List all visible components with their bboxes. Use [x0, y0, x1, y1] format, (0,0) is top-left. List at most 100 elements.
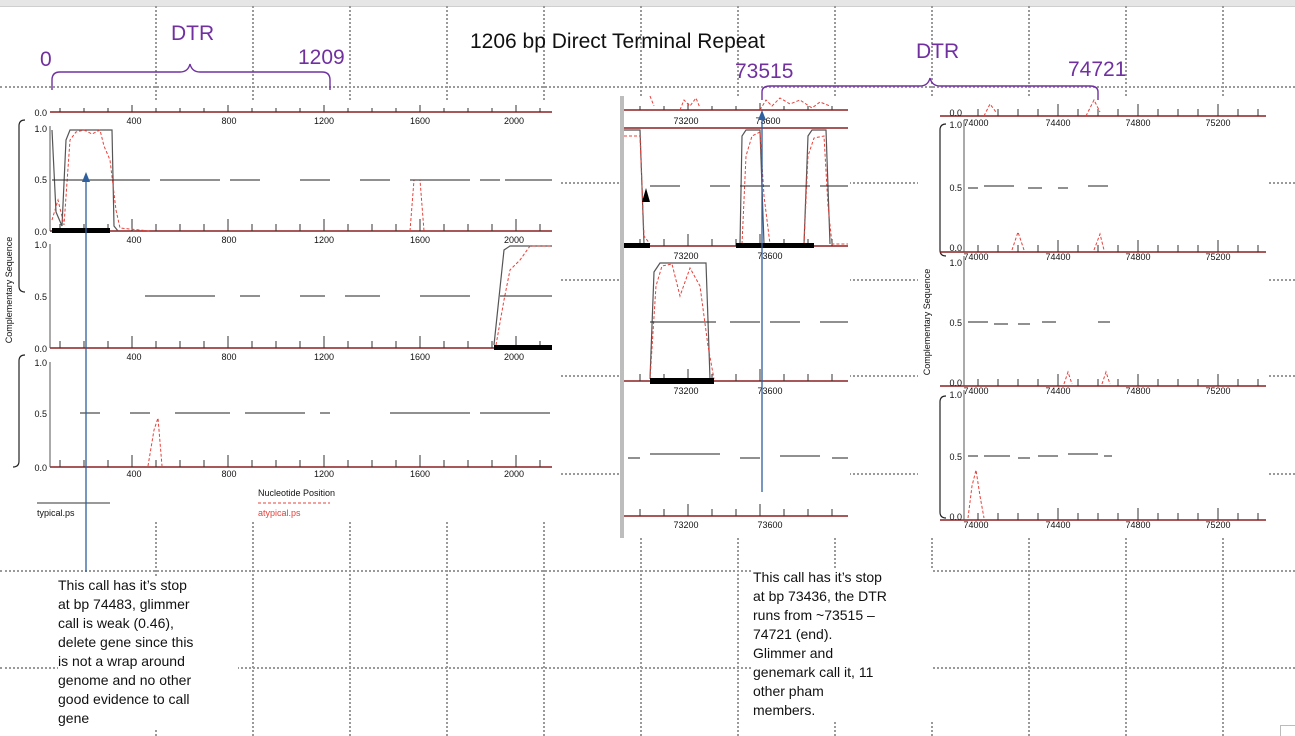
note-line: at bp 73436, the DTR [753, 588, 887, 604]
y-tick-label: 0.0 [949, 108, 962, 118]
x-tick-label: 1200 [314, 352, 334, 362]
y-tick-label: 1.0 [949, 120, 962, 130]
y-tick-label: 0.5 [34, 292, 47, 302]
x-tick-label: 400 [126, 469, 141, 479]
y-tick-label: 0.0 [949, 243, 962, 253]
x-axis-label: Nucleotide Position [258, 488, 335, 498]
x-tick-label: 800 [221, 469, 236, 479]
note-line: Glimmer and [753, 645, 834, 661]
x-tick-label: 74400 [1045, 520, 1070, 530]
y-tick-label: 0.0 [34, 227, 47, 237]
y-tick-label: 0.5 [949, 452, 962, 462]
y-tick-label: 1.0 [34, 240, 47, 250]
note-line: is not a wrap around [58, 653, 185, 669]
x-tick-label: 74000 [963, 386, 988, 396]
y-tick-label: 0.0 [949, 378, 962, 388]
x-tick-label: 800 [221, 116, 236, 126]
x-tick-label: 1200 [314, 235, 334, 245]
left-coding-potential-graph: 0.0 1.0 0.5 0.0 1.0 0.5 0.0 1.0 0.5 0.0 … [0, 100, 560, 520]
x-tick-label: 73600 [757, 251, 782, 261]
y-tick-label: 0.0 [949, 512, 962, 522]
right-dtr-brace [761, 77, 1099, 100]
right-arrowhead-icon [758, 110, 766, 120]
note-line: good evidence to call [58, 691, 190, 707]
y-tick-label: 1.0 [949, 390, 962, 400]
legend-typical-label: typical.ps [37, 508, 75, 518]
left-dtr-start: 0 [40, 48, 52, 71]
x-tick-label: 74000 [963, 118, 988, 128]
note-line: This call has it’s stop [58, 577, 187, 593]
x-tick-label: 74400 [1045, 118, 1070, 128]
y-tick-label: 0.0 [34, 108, 47, 118]
note-line: runs from ~73515 – [753, 607, 875, 623]
x-tick-label: 2000 [504, 235, 524, 245]
x-tick-label: 1600 [410, 352, 430, 362]
note-line: 74721 (end). [753, 626, 833, 642]
right-dtr-label: DTR [916, 40, 960, 63]
y-tick-label: 0.0 [34, 463, 47, 473]
left-dtr-brace [51, 63, 331, 90]
left-arrowhead-icon [82, 172, 90, 182]
y-tick-label: 0.0 [34, 344, 47, 354]
y-axis-label: Complementary Sequence [4, 237, 14, 344]
x-tick-label: 400 [126, 116, 141, 126]
x-tick-label: 800 [221, 352, 236, 362]
x-tick-label: 74800 [1125, 520, 1150, 530]
left-dtr-label: DTR [171, 22, 215, 45]
x-tick-label: 1600 [410, 235, 430, 245]
legend-atypical-label: atypical.ps [258, 508, 301, 518]
grid-line [0, 667, 1295, 669]
x-tick-label: 75200 [1205, 252, 1230, 262]
y-tick-label: 1.0 [949, 258, 962, 268]
x-tick-label: 73200 [673, 520, 698, 530]
x-tick-label: 1200 [314, 469, 334, 479]
right-coding-potential-graph: 0.0 1.0 0.5 0.0 1.0 0.5 0.0 1.0 0.5 0.0 … [918, 96, 1268, 536]
x-tick-label: 74800 [1125, 252, 1150, 262]
note-line: members. [753, 702, 816, 718]
x-tick-label: 73200 [673, 386, 698, 396]
note-line: delete gene since this [58, 634, 194, 650]
right-annotation-note: This call has it’s stop at bp 73436, the… [753, 568, 933, 720]
window-top-bar [0, 0, 1295, 7]
resize-handle[interactable] [1280, 725, 1295, 736]
x-tick-label: 74400 [1045, 386, 1070, 396]
note-line: call is weak (0.46), [58, 615, 174, 631]
left-annotation-note: This call has it’s stop at bp 74483, gli… [58, 576, 238, 728]
note-line: other pham [753, 683, 824, 699]
x-tick-label: 73200 [673, 251, 698, 261]
right-dtr-end: 74721 [1068, 58, 1127, 81]
middle-coding-potential-graph: 73200 73600 73200 73600 73200 73600 7320… [620, 95, 850, 538]
x-tick-label: 74400 [1045, 252, 1070, 262]
x-tick-label: 74000 [963, 520, 988, 530]
x-tick-label: 1200 [314, 116, 334, 126]
x-tick-label: 400 [126, 235, 141, 245]
x-tick-label: 73200 [673, 116, 698, 126]
y-tick-label: 0.5 [34, 409, 47, 419]
x-tick-label: 2000 [504, 116, 524, 126]
note-line: gene [58, 710, 90, 726]
x-tick-label: 73600 [757, 520, 782, 530]
y-tick-label: 1.0 [34, 124, 47, 134]
x-tick-label: 75200 [1205, 520, 1230, 530]
x-tick-label: 2000 [504, 352, 524, 362]
x-tick-label: 74800 [1125, 386, 1150, 396]
x-tick-label: 74800 [1125, 118, 1150, 128]
grid-line [0, 570, 1295, 572]
grid-line [0, 86, 1295, 88]
note-line: genome and no other [58, 672, 192, 688]
x-tick-label: 73600 [755, 116, 780, 126]
y-tick-label: 0.5 [949, 318, 962, 328]
x-tick-label: 1600 [410, 116, 430, 126]
y-tick-label: 0.5 [34, 175, 47, 185]
x-tick-label: 73600 [757, 386, 782, 396]
x-tick-label: 1600 [410, 469, 430, 479]
y-tick-label: 0.5 [949, 183, 962, 193]
x-tick-label: 75200 [1205, 386, 1230, 396]
note-line: genemark call it, 11 [753, 664, 874, 680]
x-tick-label: 800 [221, 235, 236, 245]
y-tick-label: 1.0 [34, 358, 47, 368]
note-line: at bp 74483, glimmer [58, 596, 190, 612]
left-dtr-end: 1209 [298, 46, 345, 69]
x-tick-label: 400 [126, 352, 141, 362]
